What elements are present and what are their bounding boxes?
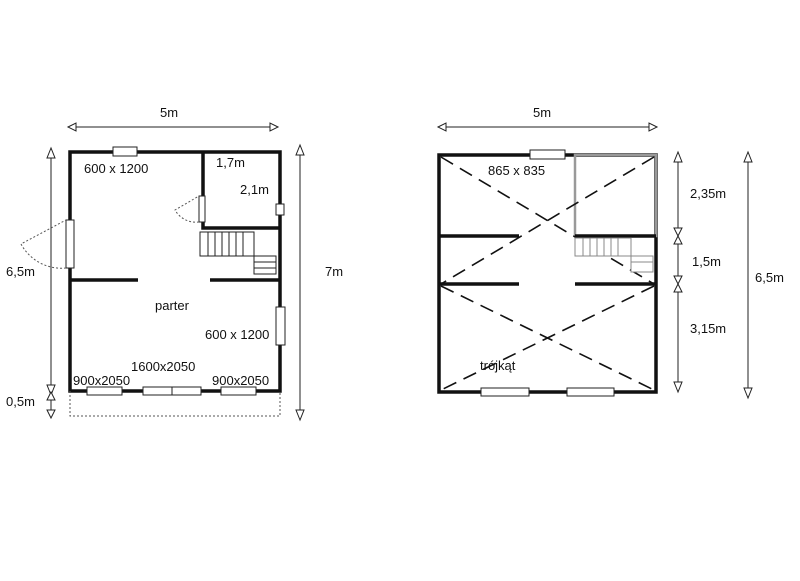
ground-window-right-label: 600 x 1200 [205,327,269,342]
ground-width-dimension [66,122,280,132]
ground-room-height-label: 2,1m [240,182,269,197]
ground-window-top-label: 600 x 1200 [84,161,148,176]
ground-porch-dimension [46,390,56,420]
ground-floor-name: parter [155,298,190,313]
ground-door-right-label: 900x2050 [212,373,269,388]
upper-window-top [529,149,566,160]
upper-window-bottom-left [480,387,530,397]
ground-window-right [275,306,286,346]
ground-left-door [20,219,75,269]
ground-small-room-door [174,195,206,223]
upper-roof-label: trójkąt [480,358,516,373]
ground-house-height-label: 6,5m [6,264,35,279]
ground-door-center-label: 1600x2050 [131,359,195,374]
ground-porch-outline [69,391,281,417]
ground-window-top [112,146,138,157]
ground-room-width-label: 1,7m [216,155,245,170]
upper-stair-room-outline [573,153,658,238]
ground-stairs [199,231,277,275]
upper-roof-cross-lines [440,156,655,391]
upper-section-2-label: 1,5m [692,254,721,269]
ground-total-height-dimension [295,143,305,422]
ground-door-center-b [171,386,202,396]
ground-porch-label: 0,5m [6,394,35,409]
upper-outer-walls [437,153,658,394]
upper-window-top-label: 865 x 835 [488,163,545,178]
upper-section-dimensions [673,150,683,394]
ground-total-height-label: 7m [325,264,343,279]
upper-floor-plan: 5m 865 x 835 [436,105,784,400]
ground-small-room-walls [201,152,280,230]
ground-small-room-window [275,203,285,216]
upper-section-3-label: 3,15m [690,321,726,336]
ground-door-left-label: 900x2050 [73,373,130,388]
upper-section-1-label: 2,35m [690,186,726,201]
ground-house-height-dimension [46,146,56,397]
ground-door-left [86,386,123,396]
ground-floor-plan: 5m 7m 6,5m 0,5m [6,105,343,422]
upper-stairs [574,237,654,273]
ground-door-right [220,386,257,396]
upper-window-bottom-right [566,387,615,397]
ground-width-label: 5m [160,105,178,120]
upper-width-label: 5m [533,105,551,120]
upper-total-dimension [743,150,753,400]
upper-total-label: 6,5m [755,270,784,285]
ground-door-center-a [142,386,173,396]
upper-width-dimension [436,122,659,132]
